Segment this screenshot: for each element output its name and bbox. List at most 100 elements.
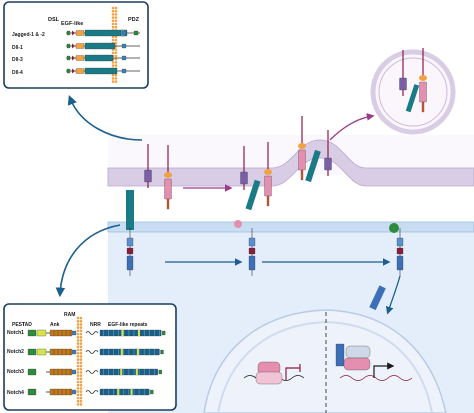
ram-header: RAM (64, 312, 75, 318)
ligand-membrane-dot (114, 38, 118, 42)
dsl-header: DSL (48, 17, 60, 23)
receptor-membrane-dot (79, 323, 83, 326)
receptor-ank-domain (49, 348, 73, 356)
ligand-membrane-dot (114, 77, 118, 80)
receptor-membrane-dot (76, 387, 80, 390)
receptor-membrane-dot (79, 345, 83, 349)
ligand-dsl-domain (72, 30, 75, 36)
receptor-membrane-dot (79, 399, 83, 403)
ligand-membrane-dot (111, 19, 115, 23)
receptor-membrane-dot (79, 383, 83, 387)
lower-receptor-right-ram (396, 247, 404, 255)
lower-receptor-left-upper (126, 237, 134, 247)
ligand-label-dll3: Dll-3 (12, 57, 23, 63)
receptor-membrane-dot (76, 374, 80, 377)
ligand-left-body (144, 169, 152, 183)
receptor-n-term-cap (160, 349, 164, 355)
ligand-label-jagged: Jagged-1 & -2 (12, 32, 45, 38)
receptor-membrane-dot (79, 371, 83, 374)
ligand-intracellular-domain (121, 43, 127, 49)
ligand-membrane-dot (114, 22, 118, 26)
receptor-membrane-dot (79, 355, 83, 358)
ligand-domain-rows (66, 6, 140, 83)
receptor-middle-tail (266, 195, 270, 207)
receptor-membrane-dot (76, 383, 80, 387)
dna-right-strand (339, 375, 413, 381)
receptor-endosome-tail (421, 101, 425, 113)
protease-right (389, 223, 399, 233)
ligand-dsl-domain (72, 68, 75, 74)
ligand-label-dll1: Dll-1 (12, 45, 23, 51)
lower-receptor-right-nicd (396, 255, 404, 271)
receptor-membrane-dot (79, 348, 83, 352)
receptor-membrane-dot (76, 399, 80, 403)
receptor-membrane-dot (79, 393, 83, 397)
receptor-membrane-dot (79, 390, 83, 393)
receptor-ram-domain (71, 330, 77, 336)
receptor-membrane-dot (76, 316, 80, 320)
receptor-nrr-domain (85, 390, 99, 394)
lower-receptor-middle-ram (248, 247, 256, 255)
ligand-middle-body (240, 171, 248, 185)
receptor-membrane-dot (76, 377, 80, 381)
receptor-pest-domain (27, 329, 37, 337)
receptor-membrane-dot (79, 374, 83, 377)
receptor-pest-domain (27, 388, 37, 396)
egf-repeats-header: EGF-like repeats (108, 322, 148, 328)
receptor-egf-binding-repeat (120, 369, 123, 375)
ligand-n-term-domain (66, 68, 71, 74)
ligand-membrane-dot (111, 38, 115, 42)
ligand-membrane-dot (114, 51, 118, 55)
receptor-membrane-dot (79, 316, 83, 320)
receptor-middle-body (264, 175, 272, 197)
endocytosis-arrow (329, 113, 375, 141)
lower-receptor-left-nicd (126, 255, 134, 271)
ligand-intracellular-domain (121, 30, 127, 36)
receptor-membrane-dot (79, 332, 83, 336)
receptor-membrane-dot (79, 342, 83, 345)
egf-endosome (405, 84, 420, 113)
receptor-membrane-dot (76, 339, 80, 342)
receptor-membrane-dot (76, 345, 80, 349)
receptor-egf-binding-repeat (136, 349, 139, 355)
receptor-nrr-domain (85, 350, 99, 354)
receptor-endosome-body (419, 81, 427, 103)
ligand-egf-like-domain (84, 67, 118, 75)
receptor-ank-domain (49, 368, 73, 376)
receptor-left-head (164, 172, 172, 178)
nicd-translocation-arrow (385, 275, 401, 315)
receptor-membrane-dot (79, 358, 83, 361)
ligand-membrane-dot (111, 64, 115, 67)
ligand-membrane-dot (111, 77, 115, 80)
receptor-membrane-dot (76, 319, 80, 323)
ligand-egf-like-domain (84, 42, 116, 50)
receptor-ank-domain (49, 329, 73, 337)
lower-receptor-right-upper (396, 237, 404, 247)
ligand-egf-like-domain (84, 54, 114, 62)
receptor-label-notch3: Notch3 (7, 369, 24, 375)
receptor-left-body (164, 178, 172, 200)
receptor-membrane-dot (76, 390, 80, 393)
ligand-endosome-body (399, 77, 407, 91)
ligand-membrane-dot (114, 41, 118, 45)
receptor-membrane-dot (76, 364, 80, 368)
ligand-membrane-dot (114, 13, 118, 16)
ligand-membrane-dot (111, 25, 115, 29)
ligand-label-dll4: Dll-4 (12, 70, 23, 76)
egf-bound-middle (245, 179, 261, 211)
receptor-n-term-cap (158, 369, 162, 375)
ligand-panel-connector (67, 95, 143, 141)
ligand-intracellular-domain (121, 68, 127, 74)
ligand-n-term-domain (66, 43, 71, 49)
receptor-membrane-dot (79, 339, 83, 342)
ligand-membrane-dot (114, 48, 118, 51)
receptor-membrane-dot (76, 396, 80, 400)
receptor-membrane-dot (76, 323, 80, 326)
receptor-n-term-cap (162, 330, 166, 336)
receptor-panel-connector (55, 224, 121, 298)
receptor-membrane-dot (76, 355, 80, 358)
receptor-label-notch4: Notch4 (7, 390, 24, 396)
signal-sending-cell-membrane (107, 221, 474, 233)
ligand-membrane-dot (114, 9, 118, 13)
receptor-pest-domain (27, 368, 37, 376)
